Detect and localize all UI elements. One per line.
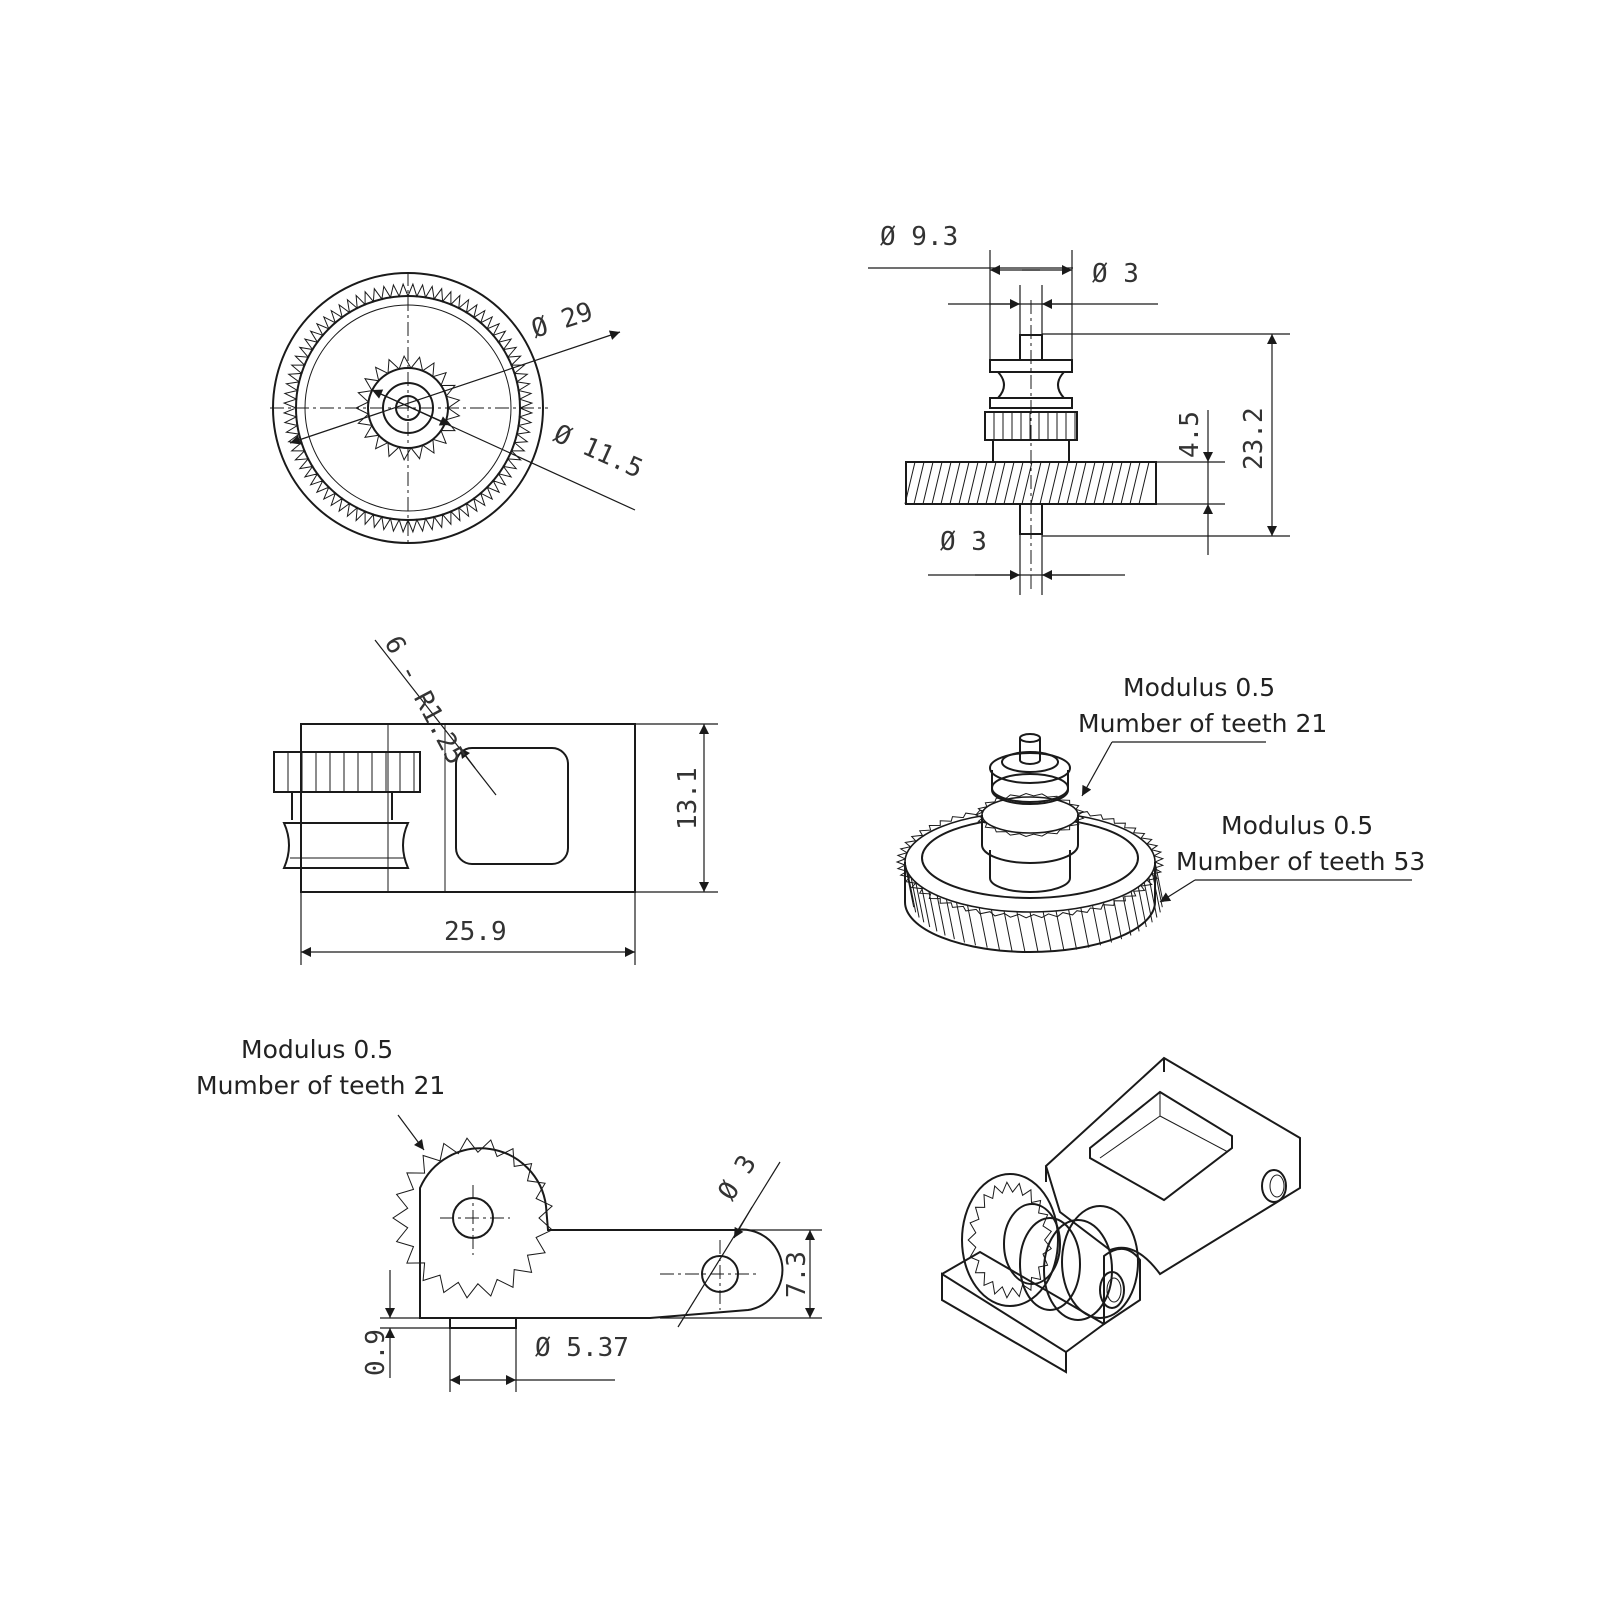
gear-tooth-line [921,886,931,928]
large-gear-modulus: Modulus 0.5 [1221,811,1373,840]
height-7-3-label: 7.3 [782,1251,812,1298]
gear-tooth-line [1030,461,1042,505]
gear-tooth-line [1016,911,1026,952]
gear-tooth-line [1080,907,1090,948]
gear-tooth-line [1084,461,1096,505]
gear-tooth-line [1055,910,1065,951]
gear-tooth-line [978,907,988,948]
gear-tooth-line [1120,461,1132,505]
gear-tooth-line [1075,461,1087,505]
gear-tooth-line [907,872,917,913]
arm-gear-teeth: Mumber of teeth 21 [196,1071,445,1100]
gear-tooth-line [1068,909,1078,950]
gear-tooth-line [1154,861,1164,903]
arm-gear-modulus: Modulus 0.5 [241,1035,393,1064]
gear-tooth-line [1148,877,1158,918]
gear-tooth-line [1039,461,1051,505]
gear-tooth-line [940,461,952,505]
gear-tooth-line [1113,899,1123,940]
gear-tooth-line [967,905,976,946]
small-gear-teeth: Mumber of teeth 21 [1078,709,1327,738]
gear-tooth-line [1092,905,1101,946]
gear-tooth-line [928,891,938,932]
dia-3-bottom-label: Ø 3 [940,527,987,557]
gear-tooth-line [1143,882,1153,923]
gear-tooth-line [1122,895,1132,936]
hole-dia-3-label: Ø 3 [712,1150,762,1206]
gear-tooth-line [1048,461,1060,505]
gear-tooth-line [1042,911,1052,952]
height-23-2-label: 23.2 [1239,407,1269,470]
gear-tooth-line [994,461,1006,505]
height-4-5-label: 4.5 [1175,411,1205,458]
dia-3-top-label: Ø 3 [1092,259,1139,289]
bracket-isometric-view [941,1056,1301,1374]
gear-tooth-line [945,899,955,940]
gear-tooth-line [1003,461,1015,505]
gear-tooth-line [1057,461,1069,505]
pin-dia-5-37-label: Ø 5.37 [535,1333,629,1363]
gear-tooth-line [1029,911,1039,953]
gear-tooth-line [1129,461,1141,505]
gear-tooth-line [1130,891,1140,932]
gear-isometric-view: Modulus 0.5 Mumber of teeth 21 Modulus 0… [895,673,1425,953]
gear-front-view: Ø 29 Ø 11.5 [270,272,647,545]
gear-tooth-line [976,461,988,505]
gear-tooth-line [967,461,979,505]
offset-0-9-label: 0.9 [361,1329,391,1376]
gear-tooth-line [915,882,925,923]
gear-tooth-line [1138,461,1150,505]
gear-tooth-line [1103,902,1112,943]
gear-tooth-line [1102,461,1114,505]
dia-9-3-label: Ø 9.3 [880,222,958,252]
gear-tooth-line [1012,461,1024,505]
gear-tooth-line [1021,461,1033,505]
gear-tooth-line [910,877,920,918]
dia-11-5-label: Ø 11.5 [549,419,647,485]
gear-tooth-line [990,909,1000,950]
gear-tooth-line [904,461,916,505]
radius-note-label: 6 - R1.25 [378,631,471,769]
gear-tooth-line [958,461,970,505]
gear-tooth-line [922,461,934,505]
width-25-9-label: 25.9 [444,917,507,947]
height-13-1-label: 13.1 [673,767,703,830]
gear-tooth-line [949,461,961,505]
large-gear-teeth: Mumber of teeth 53 [1176,847,1425,876]
gear-tooth-line [905,867,915,908]
bracket-side-view: 6 - R1.25 13.1 25.9 [273,631,718,965]
arm-front-view: Modulus 0.5 Mumber of teeth 21 Ø 3 7.3 0… [196,1035,822,1392]
gear-tooth-line [956,902,965,943]
gear-tooth-line [931,461,943,505]
gear-tooth-line [1003,910,1013,951]
gear-tooth-line [1137,886,1147,928]
gear-tooth-line [1151,872,1161,913]
gear-tooth-line [1093,461,1105,505]
dia-29-label: Ø 29 [528,297,597,345]
gear-tooth-line [913,461,925,505]
small-gear-modulus: Modulus 0.5 [1123,673,1275,702]
gear-tooth-line [936,895,946,936]
gear-side-view: Ø 9.3 Ø 3 Ø 3 4.5 23.2 [868,222,1290,595]
gear-tooth-line [985,461,997,505]
gear-tooth-line [1111,461,1123,505]
gear-tooth-line [1066,461,1078,505]
